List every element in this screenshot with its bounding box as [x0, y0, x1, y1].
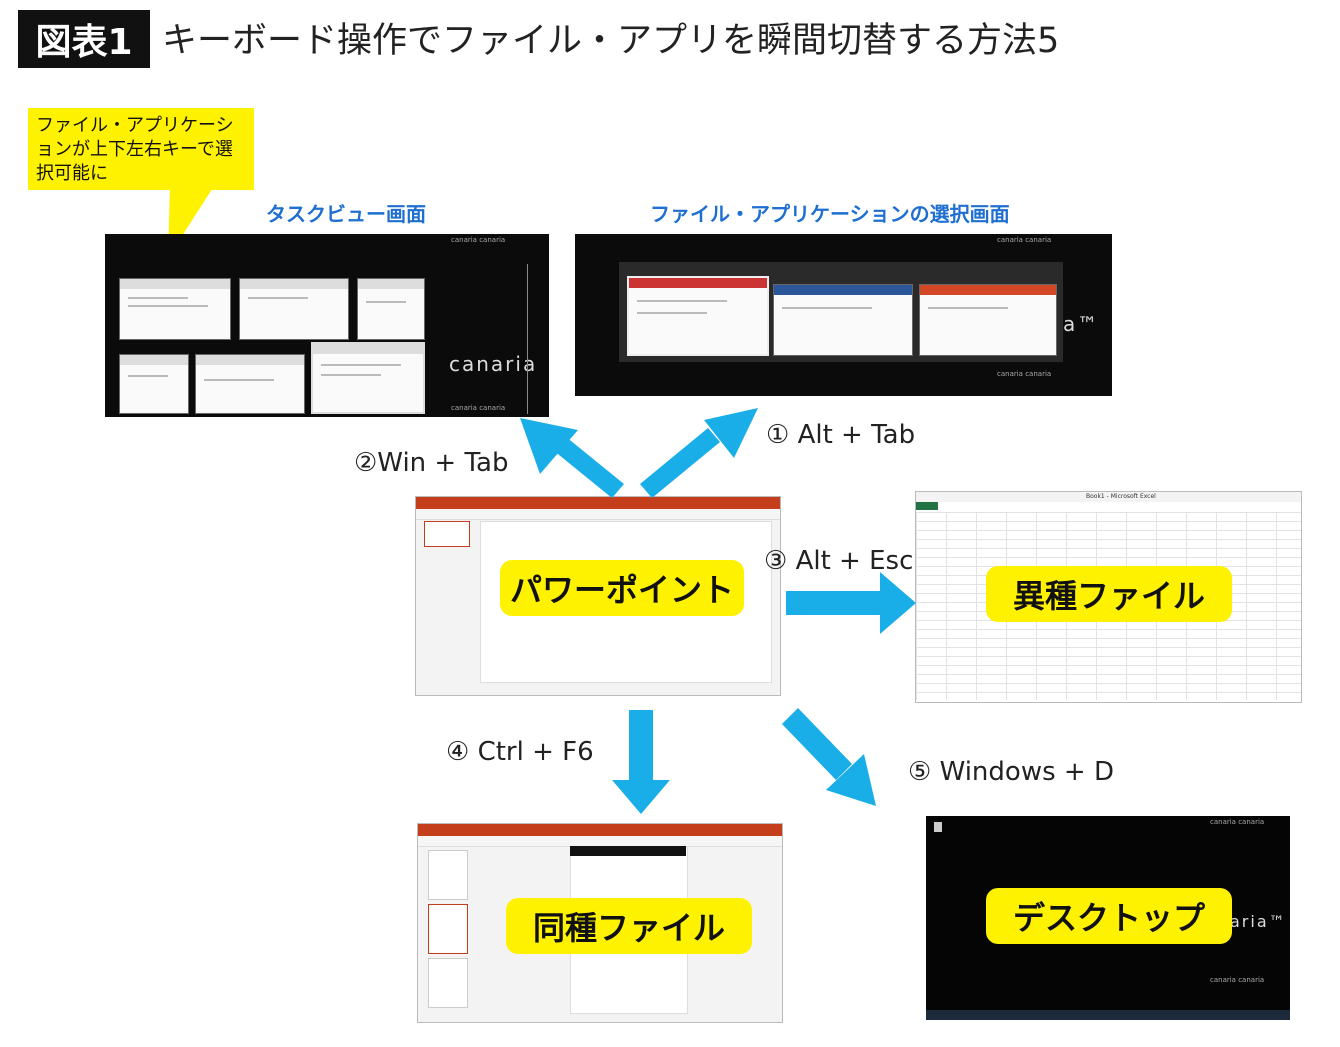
thumb-window — [357, 278, 425, 340]
slide-thumbnail — [428, 958, 468, 1008]
excel-window: Book1 - Microsoft Excel — [915, 491, 1302, 703]
slide-thumbnail — [428, 850, 468, 900]
shortcut-win-tab: ②Win + Tab — [354, 448, 509, 478]
shortcut-ctrl-f6: ④ Ctrl + F6 — [446, 737, 594, 767]
thumb-window-selected — [311, 342, 425, 414]
arrow-win-tab — [520, 418, 624, 498]
thumb-window — [119, 354, 189, 414]
canaria-logo-partial: a™ — [1063, 312, 1100, 336]
canaria-pattern: canaria canaria — [1210, 976, 1265, 984]
task-view-screenshot: canaria canaria canaria canaria canaria — [105, 234, 549, 417]
arrow-alt-tab — [640, 408, 758, 498]
label-desktop: デスクトップ — [986, 888, 1232, 944]
file-tab — [916, 502, 938, 510]
canaria-pattern: canaria canaria — [451, 404, 506, 412]
shortcut-alt-esc: ③ Alt + Esc — [764, 546, 914, 576]
canaria-logo: canaria — [449, 352, 538, 376]
app-switcher-screenshot: canaria canaria canaria canaria a™ — [575, 234, 1112, 396]
slide-thumbnail — [428, 904, 468, 954]
canaria-pattern: canaria canaria — [451, 236, 506, 244]
ribbon — [416, 509, 780, 520]
switcher-thumb — [773, 284, 913, 356]
canaria-logo-partial: aria™ — [1230, 912, 1287, 931]
caption-task-view: タスクビュー画面 — [266, 202, 426, 226]
scroll-track — [527, 264, 528, 414]
label-powerpoint: パワーポイント — [500, 560, 744, 616]
caption-app-select: ファイル・アプリケーションの選択画面 — [650, 202, 1010, 226]
canaria-pattern: canaria canaria — [997, 370, 1052, 378]
figure-title: キーボード操作でファイル・アプリを瞬間切替する方法5 — [162, 21, 1060, 61]
arrow-ctrl-f6 — [612, 710, 670, 814]
arrow-windows-d — [782, 708, 876, 806]
title-bar — [418, 824, 782, 836]
label-same-file: 同種ファイル — [506, 898, 752, 954]
thumb-window — [195, 354, 305, 414]
thumb-window — [119, 278, 231, 340]
figure-badge: 図表1 — [18, 10, 150, 68]
arrow-alt-esc — [786, 572, 916, 634]
slide-thumbnail — [424, 521, 470, 547]
canaria-pattern: canaria canaria — [997, 236, 1052, 244]
thumb-window — [239, 278, 349, 340]
shortcut-alt-tab: ① Alt + Tab — [766, 420, 916, 450]
switcher-thumb-selected — [627, 276, 769, 356]
taskbar — [926, 1010, 1290, 1020]
shortcut-windows-d: ⑤ Windows + D — [908, 757, 1114, 787]
title-bar — [916, 492, 1301, 502]
label-different-file: 異種ファイル — [986, 566, 1232, 622]
canaria-pattern: canaria canaria — [1210, 818, 1265, 826]
title-bar — [416, 497, 780, 509]
recycle-bin-icon — [934, 822, 942, 832]
switcher-thumb — [919, 284, 1057, 356]
slide-header — [570, 846, 686, 856]
callout-note: ファイル・アプリケーションが上下左右キーで選択可能に — [28, 108, 254, 190]
excel-title: Book1 - Microsoft Excel — [1086, 493, 1156, 500]
